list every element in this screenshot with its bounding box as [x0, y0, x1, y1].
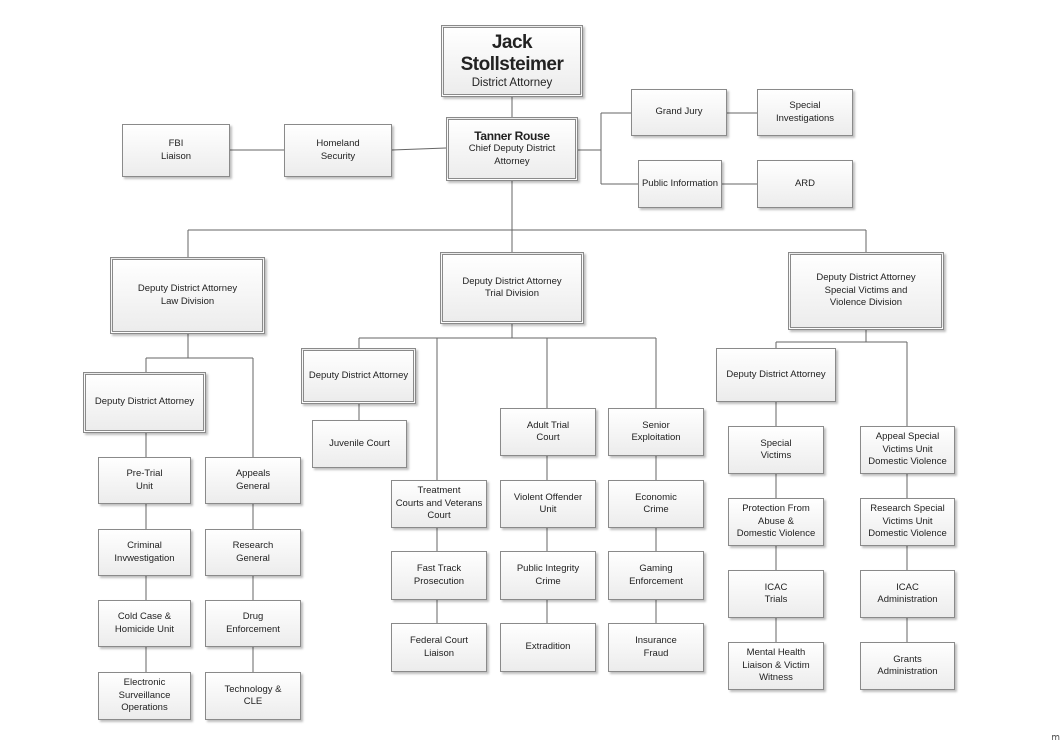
special-victims-division-box: Deputy District Attorney Special Victims… [788, 252, 944, 330]
insurance-fraud-box: Insurance Fraud [608, 623, 704, 672]
extradition-box: Extradition [500, 623, 596, 672]
fbi-liaison-box: FBI Liaison [122, 124, 230, 177]
grants-administration-box: Grants Administration [860, 642, 955, 690]
law-division-box: Deputy District Attorney Law Division [110, 257, 265, 334]
chief-name: Tanner Rouse [474, 129, 550, 143]
technology-cle-box: Technology & CLE [205, 672, 301, 720]
chief-deputy-box: Tanner Rouse Chief Deputy District Attor… [446, 117, 578, 181]
economic-crime-box: Economic Crime [608, 480, 704, 528]
violent-offender-box: Violent Offender Unit [500, 480, 596, 528]
federal-court-box: Federal Court Liaison [391, 623, 487, 672]
trial-division-box: Deputy District Attorney Trial Division [440, 252, 584, 324]
adult-trial-box: Adult Trial Court [500, 408, 596, 456]
cold-case-box: Cold Case & Homicide Unit [98, 600, 191, 647]
icac-trials-box: ICAC Trials [728, 570, 824, 618]
homeland-security-box: Homeland Security [284, 124, 392, 177]
mental-health-box: Mental Health Liaison & Victim Witness [728, 642, 824, 690]
juvenile-deputy-box: Deputy District Attorney [301, 348, 416, 404]
special-investigations-box: Special Investigations [757, 89, 853, 136]
law-deputy-box: Deputy District Attorney [83, 372, 206, 433]
fast-track-box: Fast Track Prosecution [391, 551, 487, 600]
resize-grip-icon[interactable]: ⅿ [1051, 732, 1060, 742]
district-attorney-box: Jack Stollsteimer District Attorney [441, 25, 583, 97]
chief-title: Chief Deputy District Attorney [468, 143, 556, 167]
appeal-special-victims-box: Appeal Special Victims Unit Domestic Vio… [860, 426, 955, 474]
pre-trial-unit-box: Pre-Trial Unit [98, 457, 191, 504]
sv-deputy-box: Deputy District Attorney [716, 348, 836, 402]
electronic-surveillance-box: Electronic Surveillance Operations [98, 672, 191, 720]
da-title: District Attorney [471, 77, 553, 89]
gaming-enforcement-box: Gaming Enforcement [608, 551, 704, 600]
senior-exploitation-box: Senior Exploitation [608, 408, 704, 456]
public-information-box: Public Information [638, 160, 722, 208]
drug-enforcement-box: Drug Enforcement [205, 600, 301, 647]
icac-administration-box: ICAC Administration [860, 570, 955, 618]
appeals-general-box: Appeals General [205, 457, 301, 504]
protection-abuse-box: Protection From Abuse & Domestic Violenc… [728, 498, 824, 546]
da-name: Jack Stollsteimer [460, 32, 564, 75]
special-victims-box: Special Victims [728, 426, 824, 474]
grand-jury-box: Grand Jury [631, 89, 727, 136]
public-integrity-box: Public Integrity Crime [500, 551, 596, 600]
juvenile-court-box: Juvenile Court [312, 420, 407, 468]
ard-box: ARD [757, 160, 853, 208]
research-special-victims-box: Research Special Victims Unit Domestic V… [860, 498, 955, 546]
research-general-box: Research General [205, 529, 301, 576]
criminal-investigation-box: Criminal Invwestigation [98, 529, 191, 576]
treatment-courts-box: Treatment Courts and Veterans Court [391, 480, 487, 528]
